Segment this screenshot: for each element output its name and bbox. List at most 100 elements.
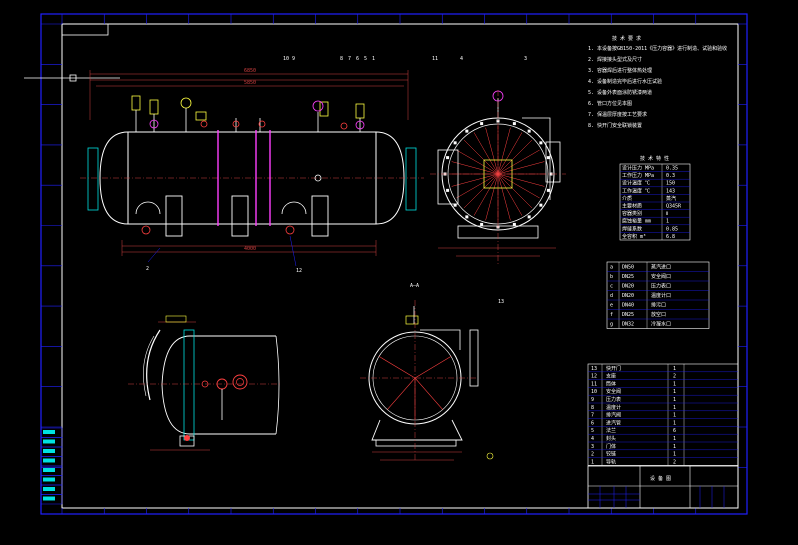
revision-strip <box>40 427 63 505</box>
part-number-label: 6 <box>356 56 359 62</box>
revision-cell-fill <box>43 430 55 434</box>
bom-item-name: 压力表 <box>606 396 621 403</box>
revision-cell-fill <box>43 458 55 463</box>
nozzle-purpose: 蒸汽进口 <box>651 264 671 271</box>
bom-item-no: 9 <box>591 397 594 403</box>
nozzle-purpose: 温度计口 <box>651 292 671 299</box>
door-bolt <box>465 215 469 219</box>
part-number-label: 1 <box>372 56 375 62</box>
bom-item-no: 12 <box>591 374 597 380</box>
front-view <box>80 70 424 267</box>
bom-item-name: 铰链 <box>606 451 616 458</box>
bom-item-no: 2 <box>591 452 594 458</box>
door-bolt <box>512 122 516 126</box>
spec-label: 工作温度 ℃ <box>622 187 650 194</box>
section-a-a-view <box>360 300 494 461</box>
door-bolt <box>546 188 550 192</box>
bom-item-no: 11 <box>591 381 597 387</box>
door-bolt <box>527 215 531 219</box>
door-bolt <box>512 222 516 226</box>
sheet-border-inner <box>61 23 739 509</box>
nozzle-size: DN50 <box>622 265 634 271</box>
door-bolt <box>539 141 543 145</box>
bom-item-qty: 1 <box>673 436 676 442</box>
part-number-label: 3 <box>524 56 527 62</box>
bom-item-name: 门体 <box>606 443 616 450</box>
note-line: 5. 设备外表面涂防锈漆两道 <box>588 89 652 96</box>
note-line: 7. 保温层厚度按工艺要求 <box>588 111 647 118</box>
bom-item-qty: 1 <box>673 366 676 372</box>
bom-item-name: 进汽管 <box>606 419 621 426</box>
spec-value: Ⅱ <box>666 211 668 217</box>
bom-item-name: 封头 <box>606 435 616 442</box>
door-bolt <box>480 122 484 126</box>
end-view <box>430 90 566 266</box>
bom-item-qty: 1 <box>673 452 676 458</box>
bom-item-no: 13 <box>591 366 597 372</box>
nozzle-purpose: 压力表口 <box>651 283 671 290</box>
spec-value: Q345R <box>666 204 682 210</box>
nozzle-purpose: 排污口 <box>651 302 666 309</box>
nozzle-mark: f <box>610 312 613 318</box>
spec-table-title: 技 术 特 性 <box>640 155 669 162</box>
detail-view <box>128 315 282 451</box>
door-bolt <box>446 188 450 192</box>
nozzle-size: DN32 <box>622 322 634 328</box>
spec-value: 蒸汽 <box>666 195 676 202</box>
nozzle-mark: b <box>610 274 613 280</box>
bom-item-no: 7 <box>591 413 594 419</box>
spec-value: 0.85 <box>666 226 678 232</box>
nozzle-mark: a <box>610 265 613 271</box>
bom-item-name: 导轨 <box>606 458 616 465</box>
spec-label: 腐蚀裕量 mm <box>622 218 651 225</box>
door-bolt <box>453 141 457 145</box>
revision-cell-fill <box>43 487 55 491</box>
revision-cell-fill <box>43 477 55 482</box>
sheet-border-outer <box>40 13 748 515</box>
part-number-label: 8 <box>340 56 343 62</box>
door-bolt <box>527 129 531 133</box>
bom-item-no: 6 <box>591 420 594 426</box>
nozzle-size: DN25 <box>622 312 634 318</box>
nozzle-size: DN25 <box>622 274 634 280</box>
bom-item-no: 4 <box>591 436 594 442</box>
nozzle-size: DN20 <box>622 284 634 290</box>
door-bolt <box>453 203 457 207</box>
dim-overall: 6850 <box>244 68 256 74</box>
spec-label: 介质 <box>622 195 632 202</box>
part-number-label: 12 <box>296 268 302 274</box>
bom-item-name: 安全阀 <box>606 388 621 395</box>
title-block <box>587 465 739 509</box>
revision-cell-fill <box>43 496 55 501</box>
revision-cell-fill <box>43 439 55 444</box>
bom-item-no: 10 <box>591 389 597 395</box>
nozzle-mark: g <box>610 322 613 328</box>
nozzle-mark: e <box>610 303 613 309</box>
part-number-label: 5 <box>364 56 367 62</box>
part-number-label: 11 <box>432 56 438 62</box>
revision-cell-fill <box>43 449 55 453</box>
spec-label: 工作压力 MPa <box>622 172 654 179</box>
door-bolt <box>539 203 543 207</box>
nozzle-purpose: 放空口 <box>651 311 666 318</box>
bom-item-qty: 1 <box>673 420 676 426</box>
part-number-label: 4 <box>460 56 463 62</box>
part-number-label: 2 <box>146 266 149 272</box>
nozzle-mark: d <box>610 293 613 299</box>
spec-label: 设计压力 MPa <box>622 165 654 172</box>
bom-item-qty: 1 <box>673 389 676 395</box>
section-label: A—A <box>410 283 419 289</box>
part-number-label: 9 <box>292 56 295 62</box>
door-bolt <box>465 129 469 133</box>
part-number-label: 10 <box>283 56 289 62</box>
bom-item-qty: 1 <box>673 397 676 403</box>
nozzle-purpose: 安全阀口 <box>651 273 671 280</box>
spec-value: 150 <box>666 181 675 187</box>
spec-value: 0.3 <box>666 173 675 179</box>
corner-tag-box <box>61 23 109 36</box>
